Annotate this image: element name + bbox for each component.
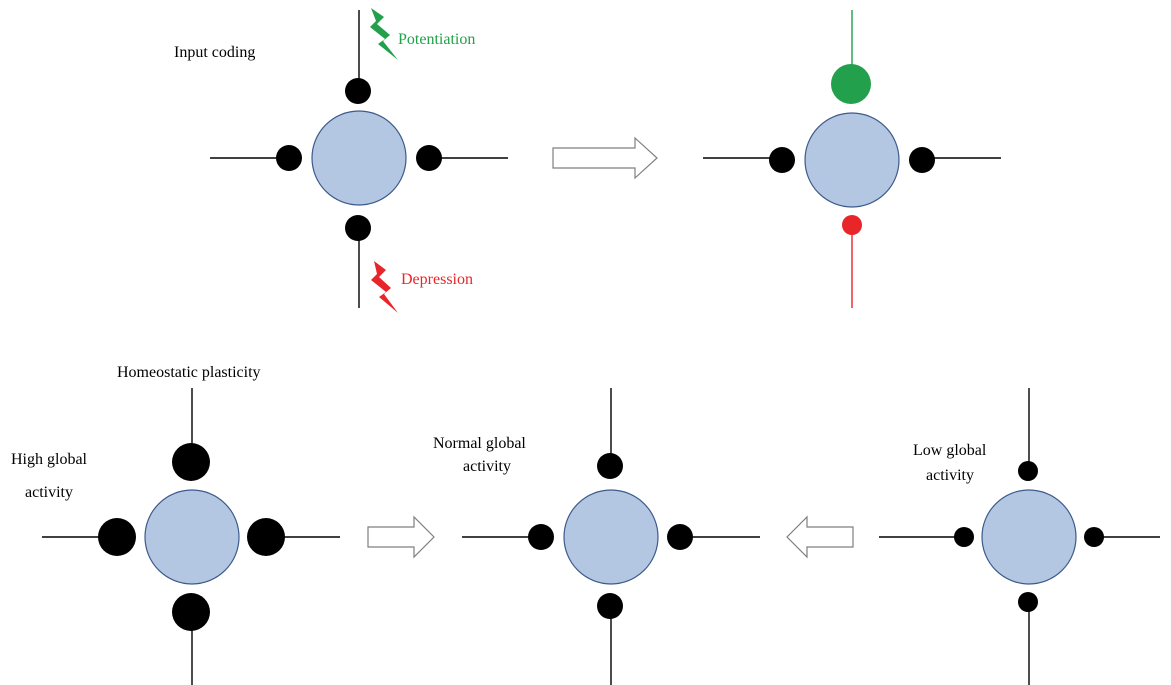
soma	[144, 489, 240, 585]
depression-label: Depression	[401, 271, 473, 288]
synapse-left	[276, 145, 302, 171]
neuron-input-after	[703, 10, 1001, 308]
soma	[804, 112, 900, 208]
synapse-top	[345, 78, 371, 104]
homeostatic-title: Homeostatic plasticity	[117, 364, 261, 381]
synapse-left	[98, 518, 136, 556]
neuron-input-before	[210, 10, 508, 308]
synapse-right	[416, 145, 442, 171]
soma	[981, 489, 1077, 585]
synapse-top	[172, 443, 210, 481]
synapse-right	[667, 524, 693, 550]
normal-activity-label-line1: Normal global	[433, 435, 526, 452]
synapse-right	[247, 518, 285, 556]
left-arrow-icon	[786, 515, 854, 559]
synapse-bottom	[1018, 592, 1038, 612]
synapse-left	[528, 524, 554, 550]
synapse-top	[597, 453, 623, 479]
soma	[311, 110, 407, 206]
synapse-bottom-depressed	[842, 215, 862, 235]
synapse-left	[769, 147, 795, 173]
input-coding-title: Input coding	[174, 44, 255, 61]
depression-lightning-icon	[371, 261, 398, 313]
synapse-top	[1018, 461, 1038, 481]
right-arrow-icon	[367, 515, 435, 559]
synapse-left	[954, 527, 974, 547]
normal-activity-label-line2: activity	[463, 458, 511, 475]
potentiation-label: Potentiation	[398, 31, 475, 48]
synapse-bottom	[345, 215, 371, 241]
soma	[563, 489, 659, 585]
low-activity-label-line2: activity	[926, 467, 974, 484]
synapse-bottom	[597, 593, 623, 619]
synapse-right	[1084, 527, 1104, 547]
neuron-high-activity	[42, 388, 340, 685]
low-activity-label-line1: Low global	[913, 442, 987, 459]
neuron-normal-activity	[462, 388, 760, 685]
synapse-right	[909, 147, 935, 173]
high-activity-label-line2: activity	[25, 484, 73, 501]
neuron-low-activity	[879, 388, 1160, 685]
synapse-top-potentiated	[831, 64, 871, 104]
potentiation-lightning-icon	[370, 8, 398, 60]
high-activity-label-line1: High global	[11, 451, 88, 468]
right-arrow-icon	[552, 136, 658, 180]
synapse-bottom	[172, 593, 210, 631]
